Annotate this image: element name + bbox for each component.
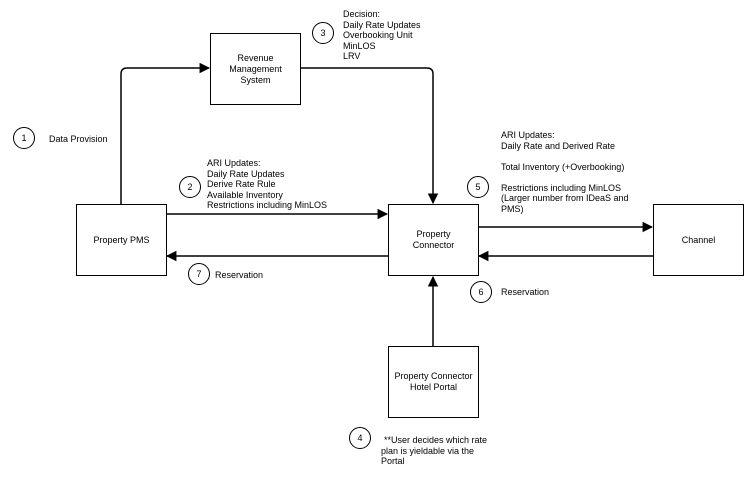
node-property-connector[interactable]: Property Connector (388, 204, 479, 276)
step-3-label: Decision: Daily Rate Updates Overbooking… (343, 9, 421, 62)
step-3-line: Decision: (343, 9, 381, 19)
step-7-badge: 7 (188, 263, 210, 285)
step-2-line: Derive Rate Rule (207, 179, 276, 189)
step-4-line: **User decides which rate (384, 435, 488, 445)
arrow-rms-to-connector (301, 67, 439, 205)
node-revenue-management-system[interactable]: Revenue Management System (210, 33, 301, 105)
step-5-line: Total Inventory (+Overbooking) (501, 161, 625, 172)
step-5-line: PMS) (501, 203, 524, 214)
step-4-line: plan is yieldable via the (381, 445, 475, 456)
step-5-label: ARI Updates: Daily Rate and Derived Rate… (501, 130, 629, 214)
step-4-badge: 4 (349, 427, 371, 449)
step-4-line: Portal (381, 456, 405, 466)
step-5-spacer (501, 151, 629, 162)
step-2-line: Available Inventory (207, 189, 283, 200)
step-3-line: LRV (343, 51, 361, 61)
step-3-badge: 3 (312, 22, 334, 44)
step-5-line: Daily Rate and Derived Rate (501, 140, 616, 151)
step-6-line: Reservation (501, 287, 550, 297)
step-5-badge: 5 (467, 176, 489, 198)
step-1-badge: 1 (13, 127, 35, 149)
step-4-label: **User decides which rate plan is yielda… (381, 435, 487, 467)
step-3-line: Overbooking Unit (343, 30, 413, 40)
node-channel[interactable]: Channel (653, 204, 744, 276)
step-3-line: MinLOS (343, 40, 376, 51)
step-2-line: Restrictions including MinLOS (207, 200, 328, 210)
step-7-label: Reservation (215, 270, 263, 281)
step-6-label: Reservation (501, 287, 549, 298)
node-property-connector-hotel-portal[interactable]: Property Connector Hotel Portal (388, 346, 479, 418)
step-2-badge: 2 (179, 176, 201, 198)
step-1-line: Data Provision (49, 134, 108, 144)
step-2-line: Daily Rate Updates (207, 168, 285, 179)
arrow-pms-to-rms (120, 62, 211, 204)
step-5-line: Restrictions including MinLOS (501, 182, 622, 193)
step-1-label: Data Provision (49, 134, 108, 145)
step-3-line: Daily Rate Updates (343, 19, 421, 30)
node-property-pms[interactable]: Property PMS (76, 204, 167, 276)
step-5-line: (Larger number from IDeaS and (501, 193, 629, 203)
step-2-line: ARI Updates: (207, 158, 261, 168)
step-2-label: ARI Updates: Daily Rate Updates Derive R… (207, 158, 327, 211)
step-6-badge: 6 (470, 281, 492, 303)
step-5-line: ARI Updates: (501, 130, 555, 140)
step-7-line: Reservation (215, 270, 264, 280)
step-5-spacer (501, 172, 629, 183)
